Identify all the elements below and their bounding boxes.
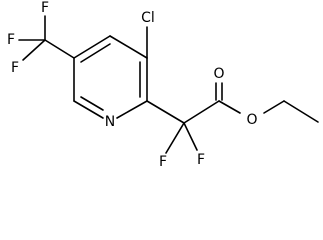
atom-label-n: N [105,114,115,130]
atom-label-f-alpha-right: F [197,152,205,168]
atom-label-f-alpha-left: F [159,154,167,170]
ring-bond-c5-c4-inner [80,43,111,63]
pyridine-ring [73,35,148,119]
bond-ccarbonyl-oester [218,100,241,114]
difluoroacetate-chain [146,82,319,154]
atom-label-f-top: F [41,0,49,16]
bond-calpha-f-right [183,122,198,151]
bond-calpha-ccarbonyl [183,100,220,124]
bond-cf3-f-lower [22,39,46,61]
atom-label-o-carbonyl: O [213,66,224,82]
ring-bond-c4-c3 [109,35,148,59]
bond-ring-calpha [146,100,185,124]
bond-oester-ch2 [263,100,285,114]
bond-cf3-ring [44,39,75,59]
chemical-structure-diagram: F F F Cl N O O F F [7,0,319,170]
atom-label-o-ester: O [246,112,257,128]
atom-label-f-left: F [7,32,15,48]
bond-ch2-ch3 [283,100,319,123]
ring-bond-c5-c4 [73,35,111,59]
trifluoromethyl-group [18,15,75,61]
ring-bond-n-c6 [73,100,104,119]
ring-bond-n-c6-inner [80,96,104,111]
ring-bond-c2-n [116,100,148,119]
bond-calpha-f-left [165,122,185,154]
atom-label-cl: Cl [141,10,155,26]
atom-label-f-lower: F [11,60,19,76]
